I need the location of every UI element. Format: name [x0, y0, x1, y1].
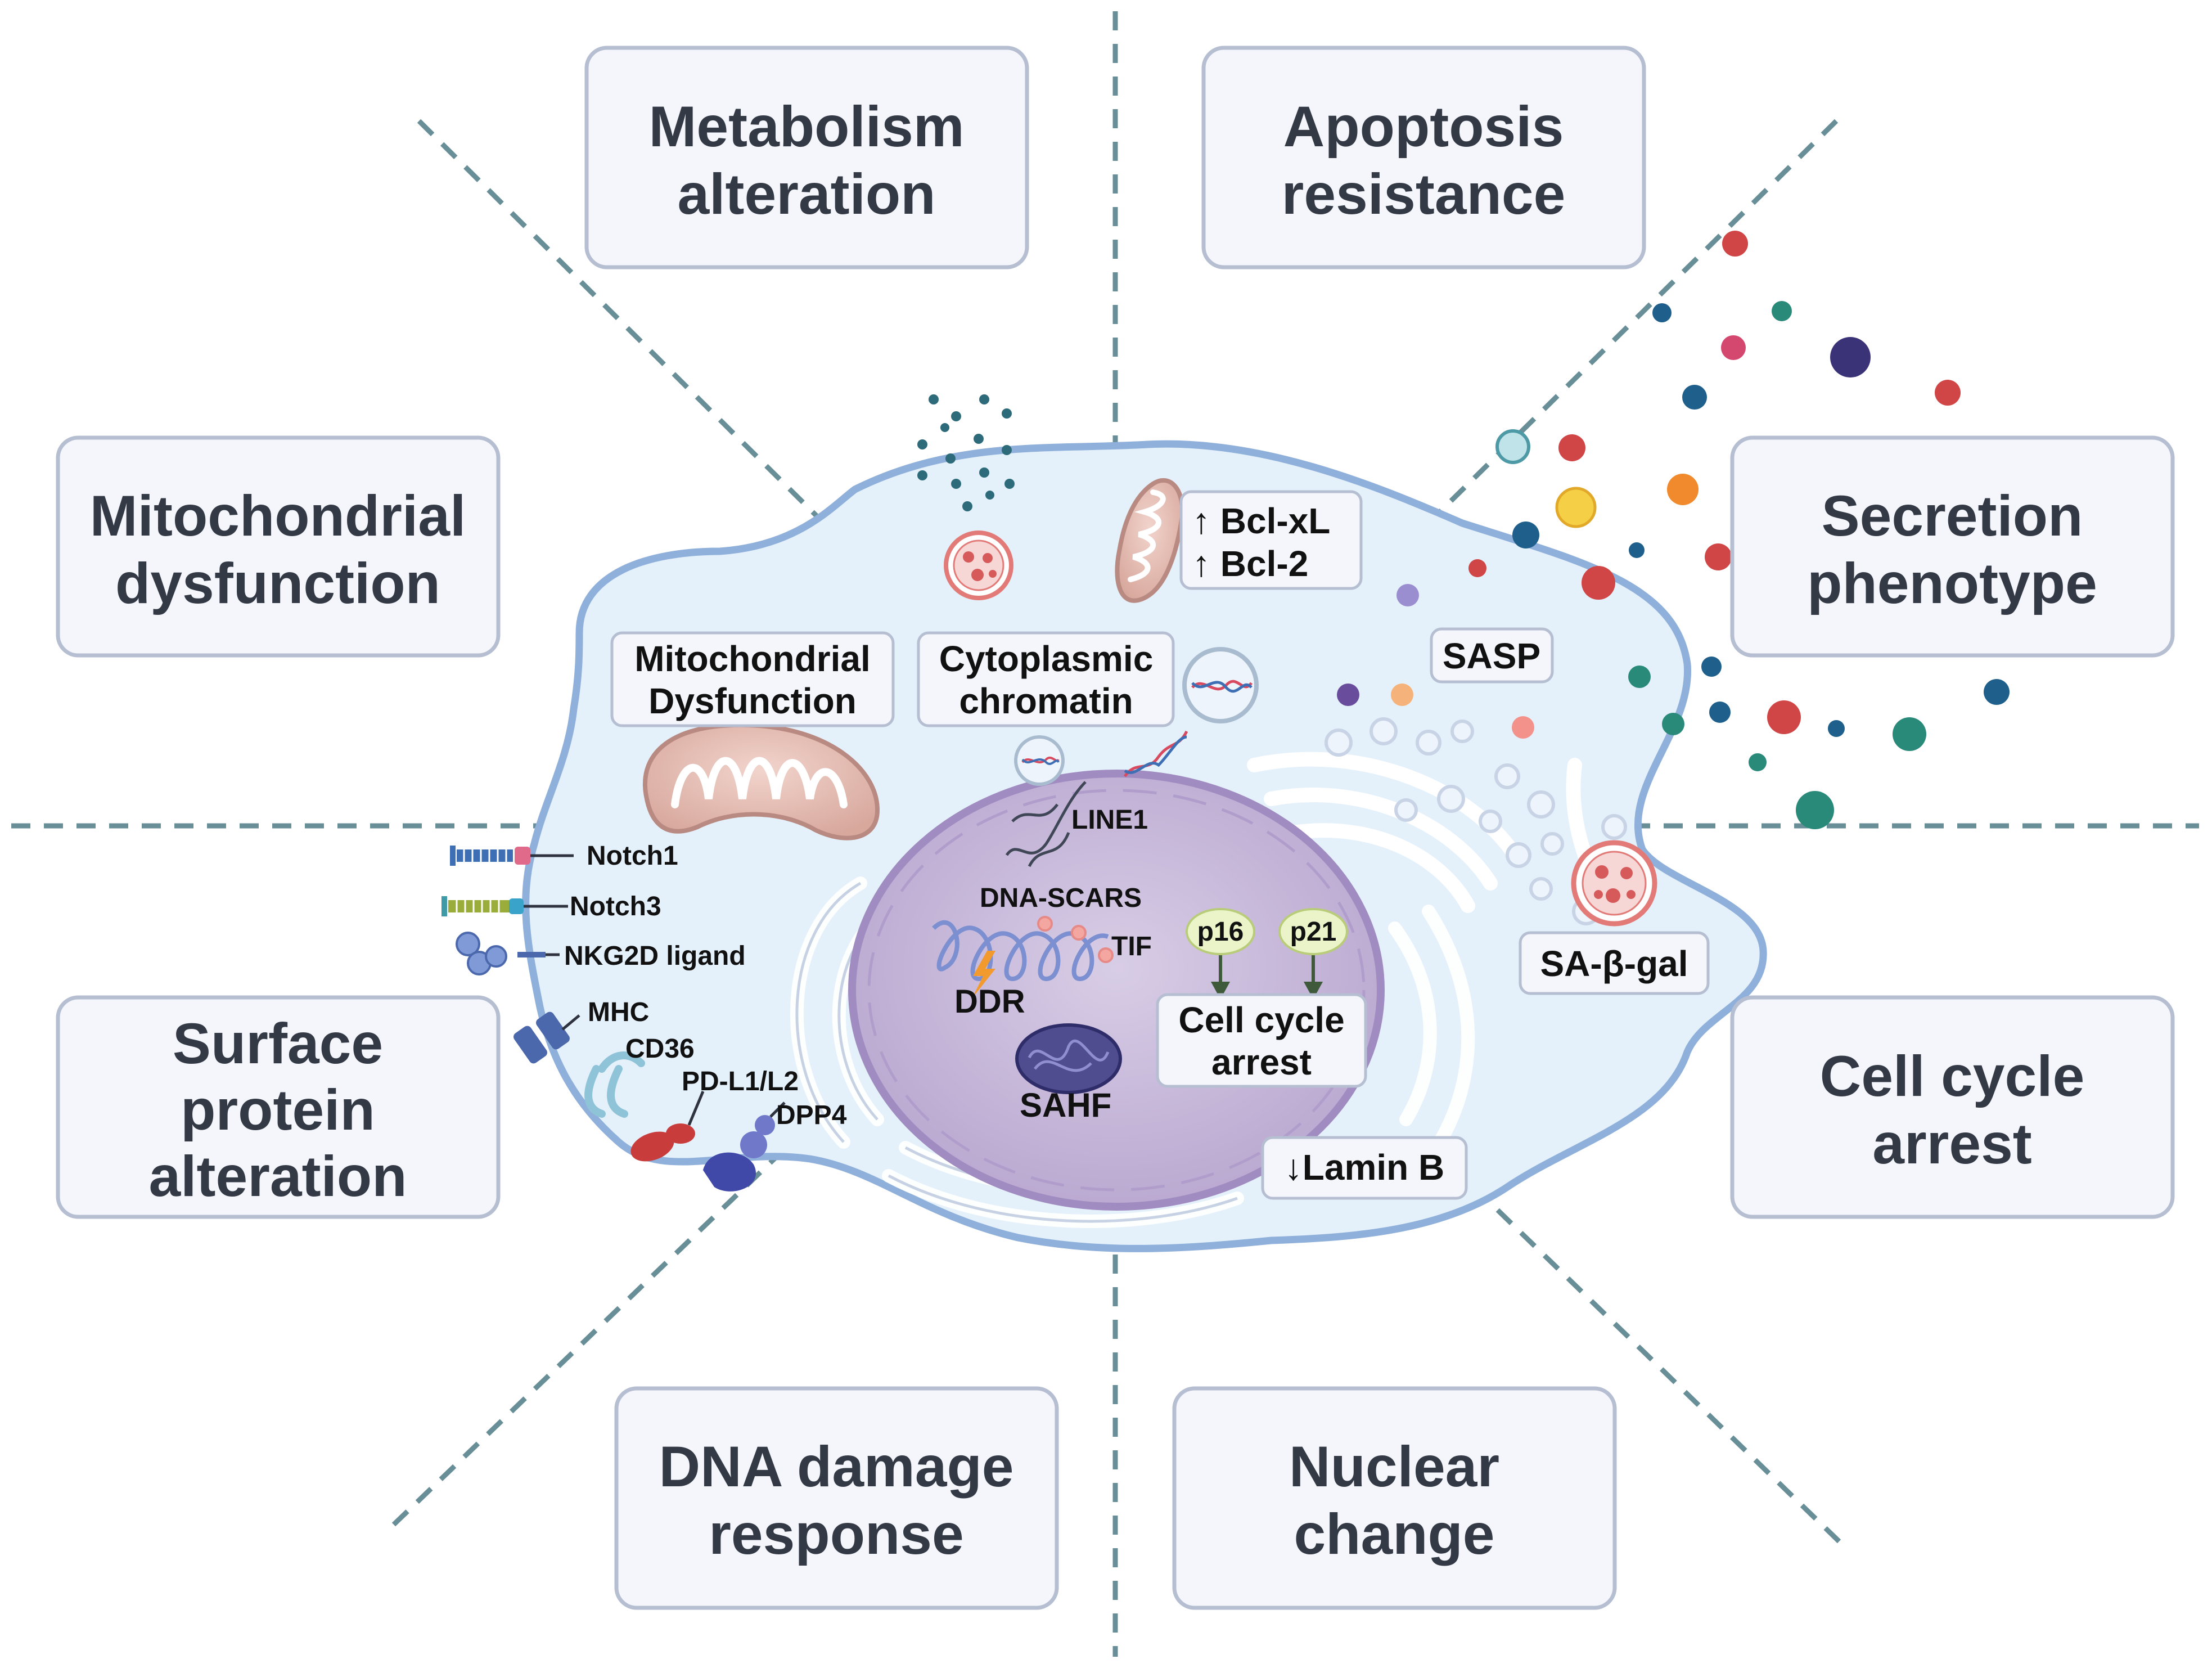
hallmark-surface-box: Surface protein alteration [56, 995, 501, 1219]
dna-scars-label: DNA-SCARS [980, 883, 1142, 913]
p-arrows [1210, 955, 1323, 1000]
cd36-label: CD36 [625, 1034, 695, 1064]
free-dna-fragment [1123, 730, 1188, 777]
metabolite-particles [917, 394, 1015, 511]
sasp-label: SASP [1443, 636, 1540, 676]
ddr-label: DDR [954, 983, 1025, 1020]
p21-label: p21 [1290, 917, 1337, 947]
surface-protein-labels: Notch1 Notch3 NKG2D ligand MHC CD36 PD-L… [564, 841, 847, 1130]
hallmark-surface-line3: alteration [148, 1144, 407, 1208]
sasp-box: SASP [1430, 627, 1554, 684]
mitochondrion-small [1115, 478, 1184, 603]
cyto-chromatin-line1: Cytoplasmic [939, 639, 1154, 679]
hallmark-nuclear-line2: change [1294, 1502, 1494, 1566]
cyto-chromatin-box: Cytoplasmic chromatin [917, 631, 1175, 727]
hallmark-apoptosis-box: Apoptosis resistance [1201, 46, 1646, 269]
sa-beta-gal-label: SA-β-gal [1540, 943, 1688, 984]
line1-strands [1005, 781, 1087, 867]
cell-cycle-arrest-inner-line1: Cell cycle [1178, 1000, 1344, 1040]
hallmark-surface-line1: Surface [173, 1011, 383, 1076]
cytoplasmic-chromatin-vesicle-2 [1014, 735, 1065, 786]
tif-label: TIF [1111, 932, 1152, 961]
hallmark-metabolism-box: Metabolism alteration [584, 46, 1029, 269]
hallmark-dna-damage-line1: DNA damage [659, 1435, 1013, 1499]
line1-label: LINE1 [1071, 805, 1148, 835]
cd36-receptor [584, 1051, 645, 1118]
sa-beta-gal-box: SA-β-gal [1519, 931, 1710, 995]
nucleus [848, 770, 1385, 1211]
notch3-receptor [442, 896, 568, 916]
lamin-b-label: ↓Lamin B [1285, 1147, 1444, 1188]
bcl-2-label: ↑ Bcl-2 [1192, 543, 1308, 584]
lysosome-right [1571, 840, 1657, 927]
sahf-label: SAHF [1020, 1086, 1111, 1124]
hallmark-nuclear-line1: Nuclear [1289, 1435, 1499, 1499]
notch1-label: Notch1 [587, 841, 678, 871]
hallmark-metabolism-line2: alteration [677, 162, 935, 226]
notch1-receptor [450, 846, 574, 866]
sahf-heterochromatin [1015, 1023, 1122, 1094]
dpp4-label: DPP4 [776, 1100, 847, 1130]
hallmark-cell-cycle-line2: arrest [1872, 1112, 2032, 1176]
hallmark-secretion-line2: phenotype [1807, 551, 2097, 615]
mitochondrion-large [642, 722, 880, 840]
dpp4-molecule [703, 1101, 786, 1192]
sasp-particles [1337, 231, 2010, 829]
hallmark-cell-cycle-line1: Cell cycle [1820, 1044, 2085, 1108]
hallmark-cell-cycle-box: Cell cycle arrest [1730, 995, 2175, 1219]
mito-dysfunction-line1: Mitochondrial [634, 639, 871, 679]
hallmark-mitochondrial-line2: dysfunction [115, 551, 440, 615]
mhc-label: MHC [588, 997, 649, 1027]
hallmark-metabolism-line1: Metabolism [648, 95, 964, 159]
dna-coil [932, 920, 1109, 982]
cell-cycle-arrest-inner-line2: arrest [1211, 1042, 1312, 1082]
pd-l1-l2-molecule [630, 1091, 705, 1162]
nkg2d-ligand-label: NKG2D ligand [564, 941, 746, 971]
hallmark-apoptosis-line1: Apoptosis [1283, 95, 1564, 159]
pd-l1-l2-label: PD-L1/L2 [682, 1067, 799, 1096]
cyto-chromatin-line2: chromatin [959, 681, 1133, 721]
hallmark-secretion-line1: Secretion [1822, 484, 2083, 548]
nuclear-envelope-inner [867, 789, 1366, 1192]
hallmark-dna-damage-line2: response [709, 1502, 964, 1566]
tif-foci [1037, 916, 1114, 963]
golgi-vesicles [1325, 717, 1627, 925]
mito-dysfunction-line2: Dysfunction [648, 681, 857, 721]
bcl-box: ↑ Bcl-xL ↑ Bcl-2 [1179, 490, 1363, 590]
hallmark-mitochondrial-box: Mitochondrial dysfunction [56, 435, 501, 658]
p16-badge: p16 [1186, 908, 1255, 955]
divider-diagonal-bottom-right [1460, 1174, 1841, 1544]
bcl-xl-label: ↑ Bcl-xL [1192, 501, 1330, 541]
mito-dysfunction-box: Mitochondrial Dysfunction [610, 631, 895, 727]
divider-diagonal-top-left [417, 119, 826, 525]
p21-badge: p21 [1278, 908, 1348, 955]
hallmark-apoptosis-line2: resistance [1282, 162, 1566, 226]
p16-label: p16 [1197, 917, 1244, 947]
lamin-b-box: ↓Lamin B [1261, 1136, 1468, 1200]
hallmark-mitochondrial-line1: Mitochondrial [90, 484, 466, 548]
dna-damage-bolt-icon [972, 951, 995, 999]
lysosome-top [944, 530, 1013, 600]
cell-cycle-arrest-inner-box: Cell cycle arrest [1156, 993, 1367, 1088]
cytoplasmic-chromatin-vesicle-1 [1182, 647, 1259, 723]
hallmark-dna-damage-box: DNA damage response [614, 1386, 1059, 1610]
mhc-molecule [513, 1011, 580, 1064]
notch3-label: Notch3 [570, 892, 661, 921]
hallmark-surface-line2: protein [181, 1078, 375, 1142]
hallmark-nuclear-box: Nuclear change [1172, 1386, 1617, 1610]
hallmark-secretion-box: Secretion phenotype [1730, 435, 2175, 658]
nkg2d-ligand [456, 932, 560, 975]
